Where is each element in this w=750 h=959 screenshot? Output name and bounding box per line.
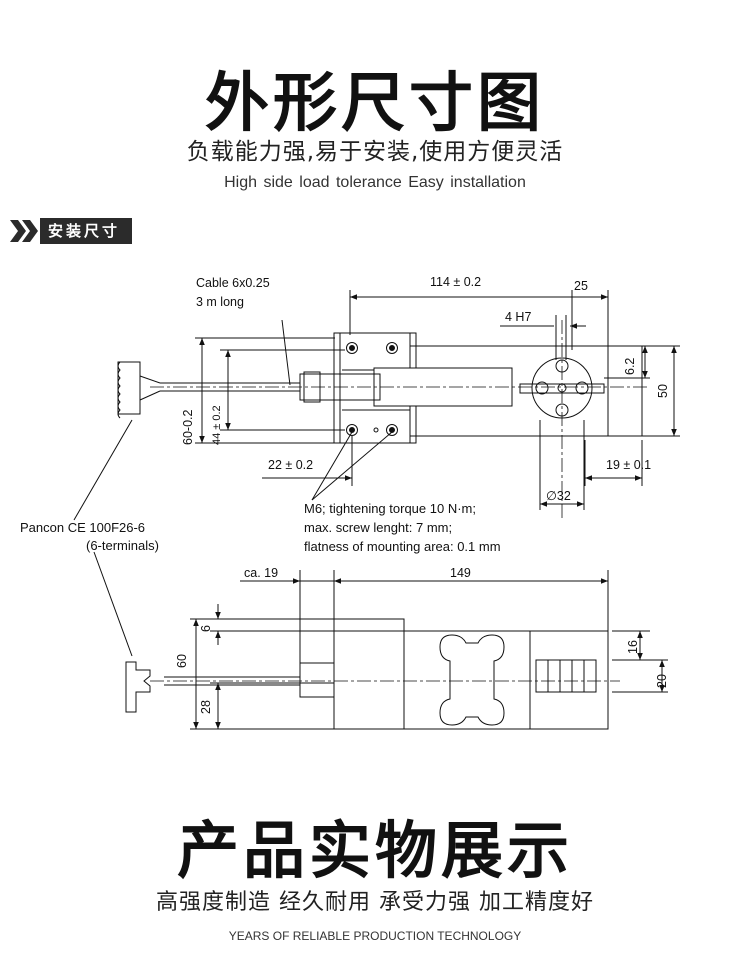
top-view-dimensions [73,290,680,521]
mounting-note-3: flatness of mounting area: 0.1 mm [304,539,501,554]
diameter-dim: ∅32 [546,489,571,503]
end-width-dim: 25 [574,279,588,293]
bolt-offset-dim: 22 ± 0.2 [268,458,313,472]
width-dim: 50 [656,384,670,398]
side-view-body [125,618,620,730]
end-height-dim: 16 [626,640,640,654]
product-tagline: YEARS OF RELIABLE PRODUCTION TECHNOLOGY [228,929,522,943]
end-offset-dim: 19 ± 0.1 [606,458,651,472]
side-view-dimensions [93,551,668,729]
mounting-note-2: max. screw lenght: 7 mm; [304,520,452,535]
hole-fit-dim: 4 H7 [505,310,531,324]
connector-name: Pancon CE 100F26-6 [20,520,145,535]
top-view-body [117,320,650,520]
product-subtitle: 高强度制造 经久耐用 承受力强 加工精度好 [156,890,594,915]
section-label: 安装尺寸 [40,218,133,244]
cable-length-label: 3 m long [196,295,244,309]
page-title: 外形尺寸图 [205,67,545,141]
mounting-note-1: M6; tightening torque 10 N·m; [304,501,476,516]
page-tagline: High side load tolerance Easy installati… [224,174,526,191]
offset-dim: 6.2 [623,358,637,375]
inner-height-dim: 44 ± 0.2 [211,405,223,445]
length-dim: 114 ± 0.2 [430,275,481,289]
product-title: 产品实物展示 [176,814,573,887]
dimension-drawing: Cable 6x0.25 3 m long 114 ± 0.2 25 4 H7 … [20,275,680,730]
page-subtitle: 负载能力强,易于安装,使用方便灵活 [186,139,564,165]
chevron-right-icon [10,218,40,244]
section-tag: 安装尺寸 [10,218,133,244]
cable-offset-dim: ca. 19 [244,566,278,580]
outer-height-dim: 60-0.2 [181,410,195,445]
end-total-dim: 20 [655,674,669,688]
top-offset-dim: 6 [199,625,213,632]
connector-terminals: (6-terminals) [86,538,159,553]
side-height-dim: 60 [175,654,189,668]
side-length-dim: 149 [450,566,471,580]
lower-dim: 28 [199,700,213,714]
cable-label: Cable 6x0.25 [196,276,270,290]
